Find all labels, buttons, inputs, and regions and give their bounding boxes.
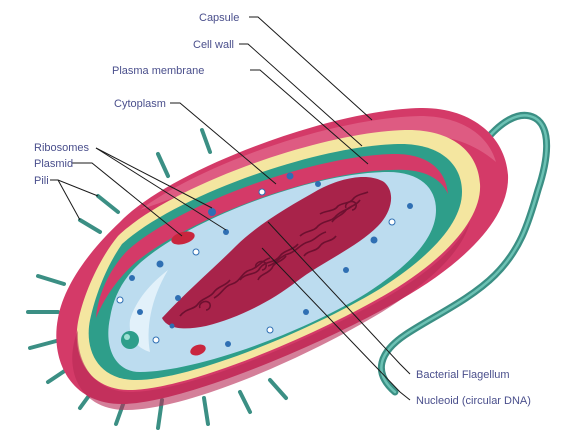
pilus [240, 392, 250, 412]
ribosome [193, 249, 199, 255]
label-cytoplasm: Cytoplasm [114, 98, 166, 110]
pilus [158, 154, 168, 176]
ribosome [303, 309, 309, 315]
ribosome [170, 324, 175, 329]
pilus [30, 340, 60, 348]
ribosome [407, 203, 413, 209]
label-plasmid: Plasmid [34, 158, 73, 170]
leader-capsule [249, 17, 372, 120]
pilus [80, 220, 100, 232]
ribosome [129, 275, 135, 281]
storage-granule [121, 331, 139, 349]
ribosome [175, 295, 181, 301]
ribosome [157, 261, 164, 268]
ribosome [208, 208, 216, 216]
label-pili: Pili [34, 175, 49, 187]
ribosome [225, 341, 231, 347]
label-ribosomes: Ribosomes [34, 142, 90, 154]
pilus [270, 380, 286, 398]
leader-pili-b [58, 180, 80, 220]
ribosome [343, 267, 349, 273]
label-nucleoid: Nucleoid (circular DNA) [416, 395, 531, 407]
label-capsule: Capsule [199, 12, 239, 24]
ribosome [371, 237, 378, 244]
ribosome [287, 173, 294, 180]
ribosome [117, 297, 123, 303]
ribosome [259, 189, 265, 195]
ribosome [267, 327, 273, 333]
label-plasma-membrane: Plasma membrane [112, 65, 204, 77]
pilus [202, 130, 210, 152]
pilus [98, 196, 118, 212]
label-cell-wall: Cell wall [193, 39, 234, 51]
label-bacterial-flagellum: Bacterial Flagellum [416, 369, 510, 381]
pilus [204, 398, 208, 424]
ribosome [315, 181, 321, 187]
storage-granule-highlight [124, 334, 130, 340]
ribosome [137, 309, 143, 315]
ribosome [153, 337, 159, 343]
pilus [38, 276, 64, 284]
leader-pili [50, 180, 98, 196]
ribosome [389, 219, 395, 225]
